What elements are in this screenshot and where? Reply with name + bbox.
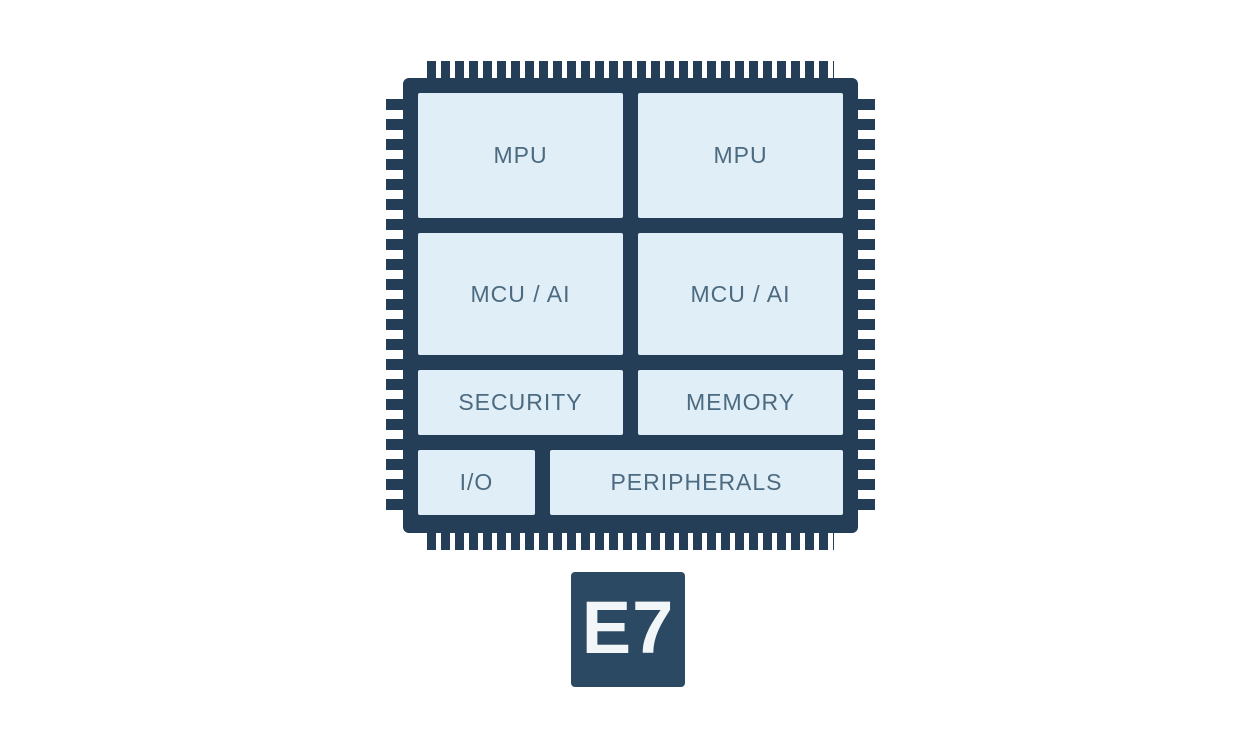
chip-pins-right — [858, 99, 875, 512]
chip-model-badge-label: E7 — [581, 585, 675, 669]
block-memory: MEMORY — [638, 370, 843, 435]
chip-row-4: I/O PERIPHERALS — [418, 450, 843, 515]
chip-package: MPU MPU MCU / AI MCU / AI SECURITY — [386, 61, 875, 550]
block-mcu-ai-right-label: MCU / AI — [690, 280, 791, 307]
block-peripherals-label: PERIPHERALS — [610, 469, 783, 495]
chip-row-2: MCU / AI MCU / AI — [418, 233, 843, 355]
block-memory-label: MEMORY — [685, 389, 796, 415]
chip-pins-bottom — [427, 533, 834, 550]
chip-row-1: MPU MPU — [418, 93, 843, 218]
block-security: SECURITY — [418, 370, 623, 435]
block-mcu-ai-left-label: MCU / AI — [470, 280, 571, 307]
chip-model-badge: E7 — [571, 572, 685, 687]
chip-pins-top — [427, 61, 834, 78]
block-security-label: SECURITY — [458, 389, 583, 415]
block-mpu-right: MPU — [638, 93, 843, 218]
block-mcu-ai-left: MCU / AI — [418, 233, 623, 355]
block-peripherals: PERIPHERALS — [550, 450, 843, 515]
chip-pins-left — [386, 99, 403, 512]
chip-row-3: SECURITY MEMORY — [418, 370, 843, 435]
block-mpu-left: MPU — [418, 93, 623, 218]
block-io-label: I/O — [459, 469, 494, 495]
block-mcu-ai-right: MCU / AI — [638, 233, 843, 355]
chip-die: MPU MPU MCU / AI MCU / AI SECURITY — [418, 93, 843, 518]
block-io: I/O — [418, 450, 535, 515]
block-mpu-right-label: MPU — [713, 142, 768, 168]
block-mpu-left-label: MPU — [493, 142, 548, 168]
